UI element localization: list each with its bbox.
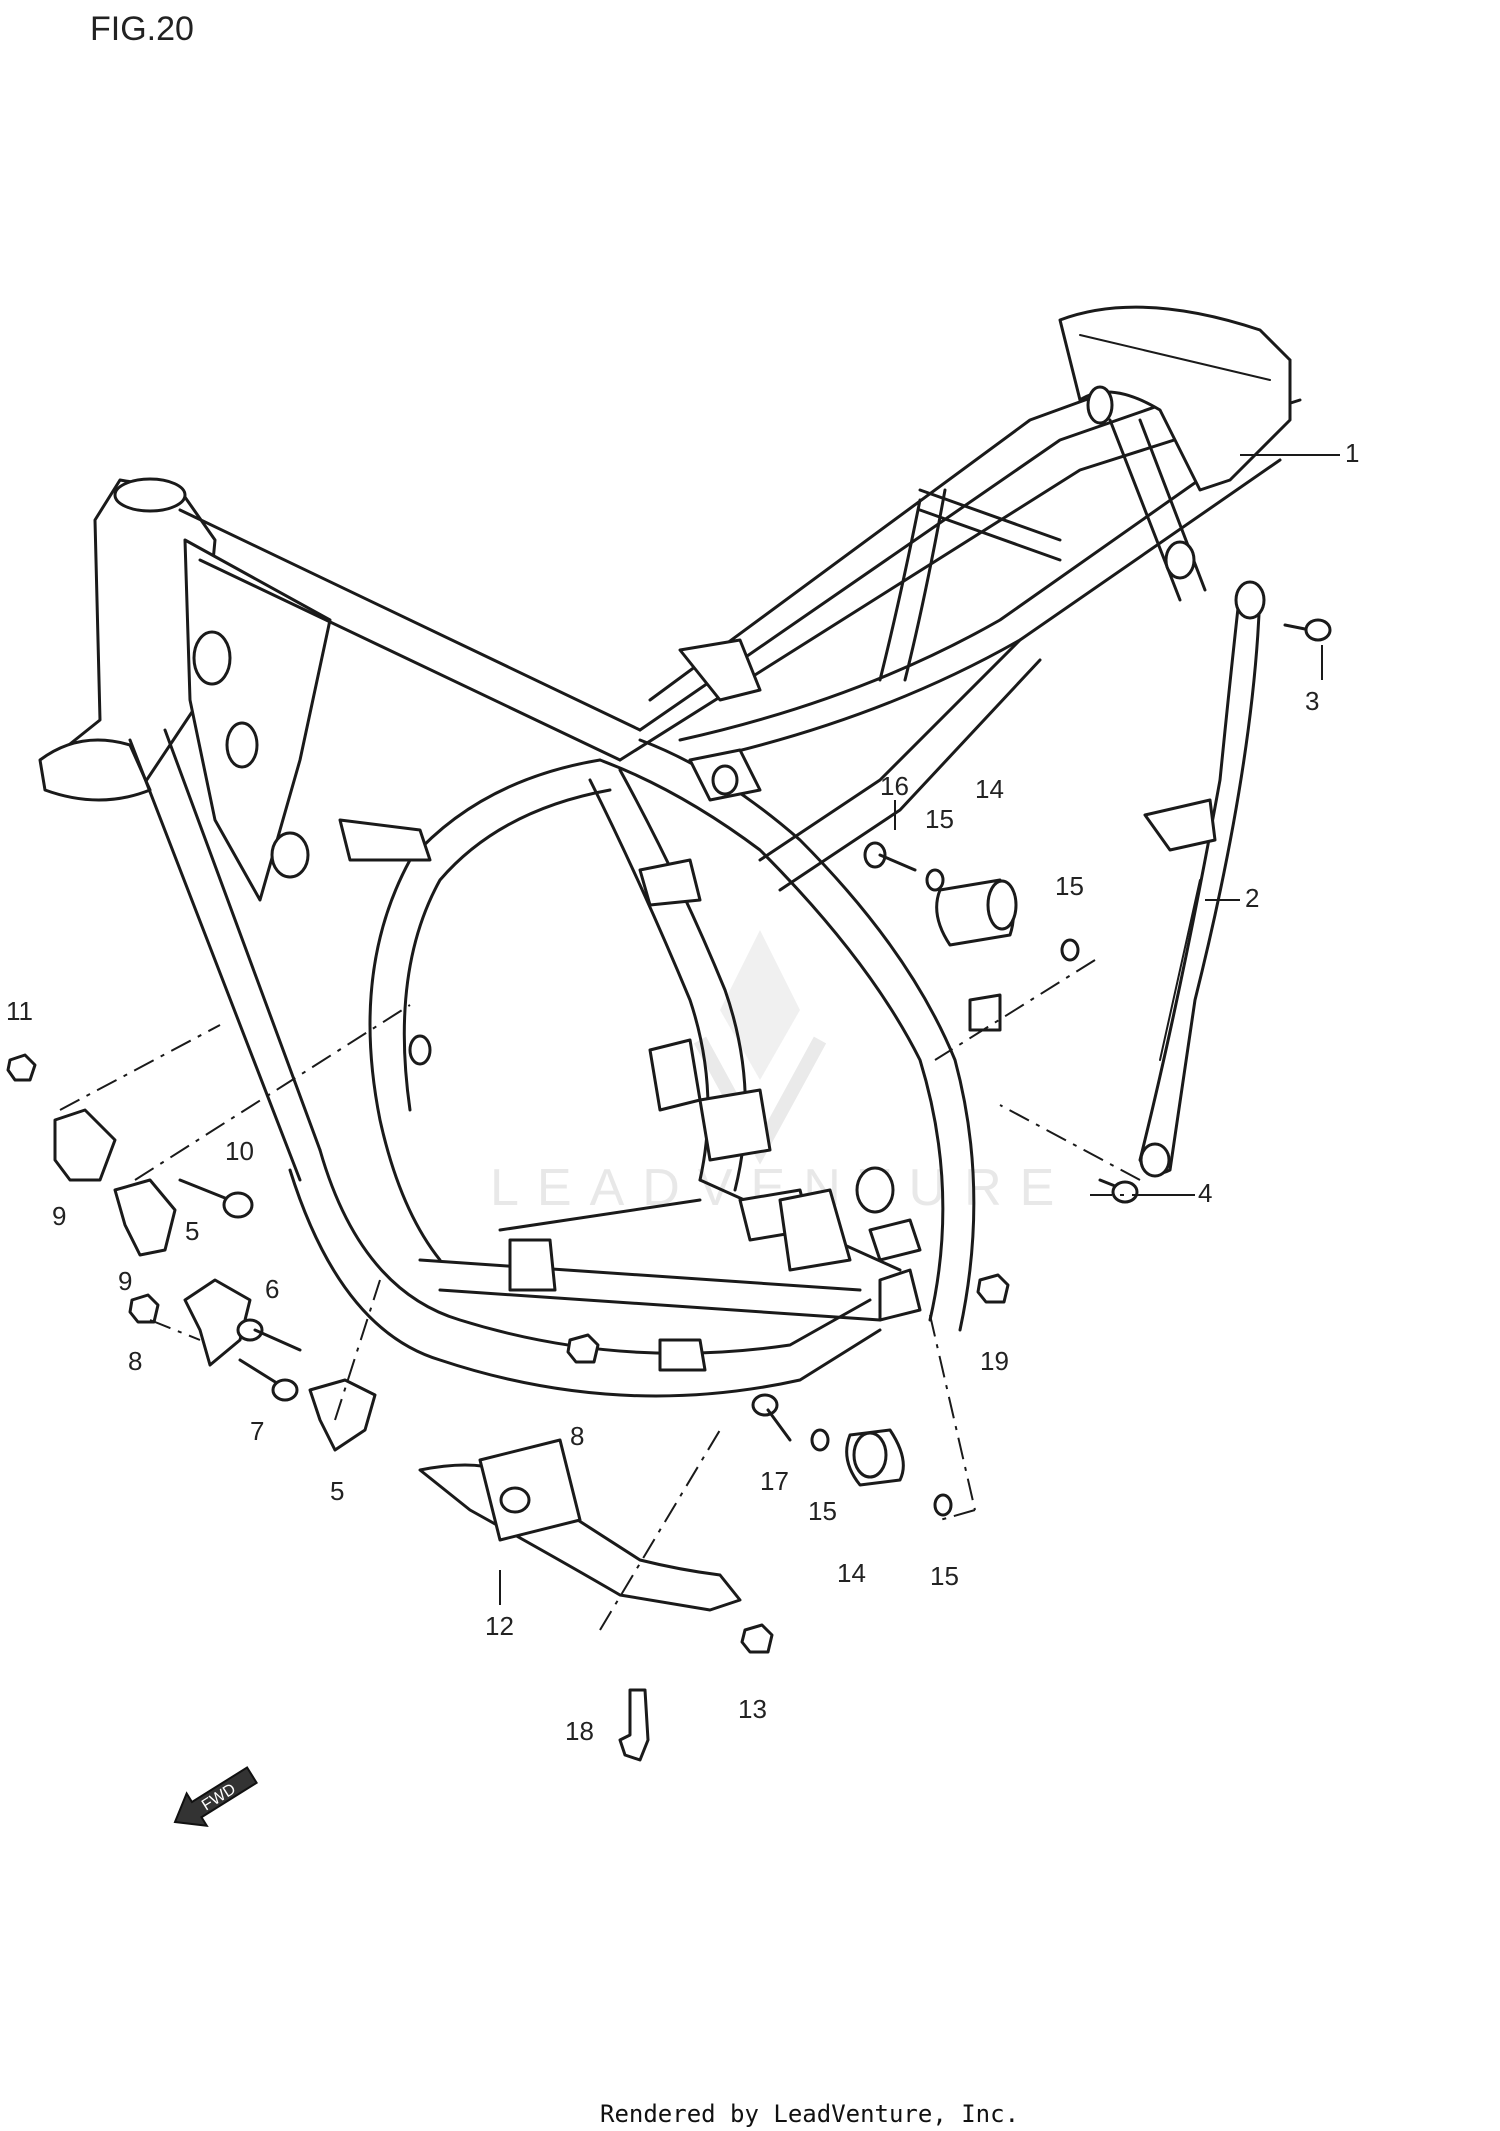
bolt-part-6 bbox=[236, 1318, 302, 1352]
callout-13: 13 bbox=[738, 1694, 767, 1724]
bolt-part-7 bbox=[238, 1358, 299, 1402]
callout-14b: 14 bbox=[837, 1558, 866, 1588]
callout-7: 7 bbox=[250, 1416, 264, 1446]
fwd-arrow-icon: FWD bbox=[173, 1766, 259, 1827]
callout-6: 6 bbox=[265, 1274, 279, 1304]
callout-9b: 9 bbox=[118, 1266, 132, 1296]
bracket-part-9a bbox=[53, 1108, 117, 1182]
callout-19: 19 bbox=[980, 1346, 1009, 1376]
callout-10: 10 bbox=[225, 1136, 254, 1166]
assembly-lines bbox=[59, 959, 1170, 1631]
callout-1: 1 bbox=[1345, 438, 1359, 468]
callout-5b: 5 bbox=[330, 1476, 344, 1506]
callout-5a: 5 bbox=[185, 1216, 199, 1246]
leader-lines bbox=[499, 454, 1340, 1605]
nut-part-11 bbox=[6, 1053, 37, 1082]
main-frame bbox=[38, 305, 1302, 1398]
callout-18: 18 bbox=[565, 1716, 594, 1746]
callout-labels: 1 2 3 4 5 5 6 7 8 8 9 9 10 11 12 13 14 1… bbox=[6, 438, 1359, 1746]
callout-8b: 8 bbox=[570, 1421, 584, 1451]
callout-4: 4 bbox=[1198, 1178, 1212, 1208]
bolt-part-17 bbox=[751, 1393, 792, 1442]
clamp-part-18 bbox=[618, 1688, 650, 1762]
callout-15a: 15 bbox=[925, 804, 954, 834]
bracket-part-5b bbox=[308, 1378, 377, 1452]
rear-frame-rail-part-2 bbox=[1138, 580, 1266, 1178]
nut-part-19 bbox=[976, 1273, 1010, 1304]
washer-part-15c bbox=[810, 1428, 830, 1452]
nut-part-8a bbox=[128, 1293, 160, 1324]
bolt-part-16 bbox=[863, 841, 917, 872]
nut-part-8b bbox=[566, 1333, 600, 1364]
figure-title: FIG.20 bbox=[90, 10, 194, 48]
bolt-part-10 bbox=[178, 1178, 254, 1219]
callout-12: 12 bbox=[485, 1611, 514, 1641]
bolt-part-4 bbox=[1098, 1178, 1139, 1204]
callout-15b: 15 bbox=[1055, 871, 1084, 901]
washer-part-15d bbox=[933, 1493, 953, 1517]
washer-part-15a bbox=[925, 868, 945, 892]
bolt-part-3 bbox=[1283, 618, 1332, 642]
callout-9a: 9 bbox=[52, 1201, 66, 1231]
bracket-part-5a bbox=[183, 1278, 252, 1367]
callout-15d: 15 bbox=[930, 1561, 959, 1591]
callout-14a: 14 bbox=[975, 774, 1004, 804]
callout-8a: 8 bbox=[128, 1346, 142, 1376]
rubber-mount-part-14a bbox=[935, 878, 1018, 947]
rubber-mount-part-14b bbox=[845, 1428, 905, 1487]
nut-part-13 bbox=[740, 1623, 774, 1654]
bracket-part-9b bbox=[113, 1178, 177, 1257]
callout-2: 2 bbox=[1245, 883, 1259, 913]
callout-17: 17 bbox=[760, 1466, 789, 1496]
lower-bracket-part-12 bbox=[418, 1438, 742, 1612]
callout-16: 16 bbox=[880, 771, 909, 801]
washer-part-15b bbox=[1060, 938, 1080, 962]
footer-credit: Rendered by LeadVenture, Inc. bbox=[600, 2100, 1019, 2128]
callout-11: 11 bbox=[6, 996, 33, 1026]
callout-15c: 15 bbox=[808, 1496, 837, 1526]
callout-3: 3 bbox=[1305, 686, 1319, 716]
watermark: LEADVENTURE bbox=[490, 930, 1054, 1217]
